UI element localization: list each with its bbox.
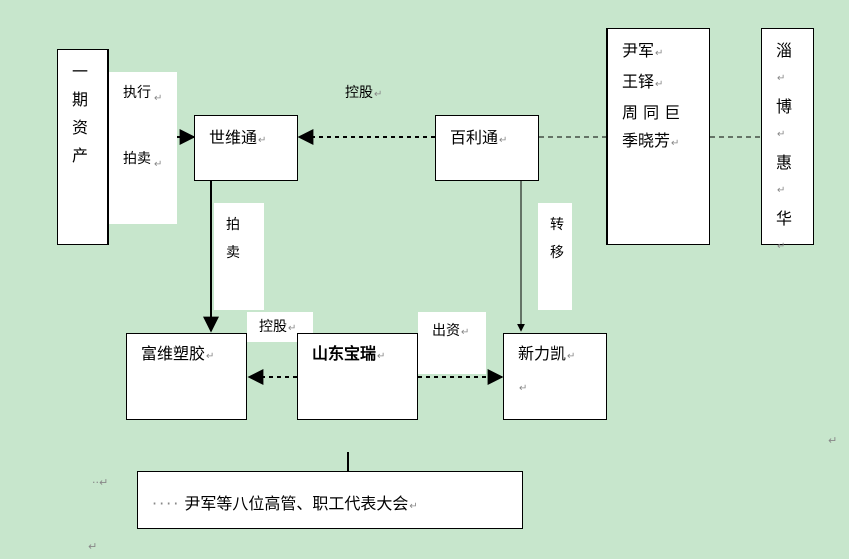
edge-label-paimai-2-char: 卖 bbox=[226, 245, 240, 261]
node-zibo-huihua: 淄↵ 博↵ 惠↵ 华↵ bbox=[761, 28, 814, 252]
paragraph-mark: ↵ bbox=[288, 323, 297, 334]
node-people: 尹军↵ 王铎↵ 周 同 巨 季晓芳↵ bbox=[606, 28, 710, 245]
paragraph-mark: ↵ bbox=[154, 159, 163, 170]
paragraph-mark: ↵ bbox=[567, 351, 576, 362]
node-bailitong-label: 百利通 bbox=[450, 128, 499, 147]
edge-label-paimai-2-char: 拍 bbox=[226, 217, 240, 233]
paragraph-mark: ↵ bbox=[519, 383, 528, 394]
node-shiweitong: 世维通↵ bbox=[194, 115, 298, 181]
paragraph-mark: ↵ bbox=[374, 89, 383, 100]
paragraph-mark: ↵ bbox=[206, 351, 215, 362]
edge-label-zhuanyi-char: 移 bbox=[550, 245, 564, 261]
node-bailitong: 百利通↵ bbox=[435, 115, 539, 181]
node-fuwei-sujiao: 富维塑胶↵ bbox=[126, 333, 247, 420]
edge-label-chuzi: 出资 bbox=[432, 323, 460, 339]
node-people-line: 季晓芳↵ bbox=[622, 131, 680, 150]
node-bottom-group-label: 尹军等八位高管、职工代表大会 bbox=[184, 494, 409, 513]
paragraph-mark: ↵ bbox=[88, 540, 98, 553]
paragraph-mark: ↵ bbox=[499, 135, 508, 146]
paragraph-mark: ↵ bbox=[409, 501, 418, 512]
node-yiqi-zichan: 一 期 资 产 bbox=[57, 49, 109, 245]
edge-label-zhuanyi-char: 转 bbox=[550, 217, 564, 233]
node-bottom-group: ····尹军等八位高管、职工代表大会↵ bbox=[137, 471, 523, 529]
node-zibo-huihua-char: 博↵ bbox=[776, 97, 793, 140]
edge-label-konggu-top: 控股 bbox=[345, 85, 373, 101]
node-shiweitong-label: 世维通 bbox=[209, 128, 258, 147]
node-zibo-huihua-char: 惠↵ bbox=[776, 153, 793, 196]
paragraph-mark: ↵ bbox=[461, 327, 470, 338]
node-yiqi-zichan-char: 产 bbox=[72, 146, 89, 165]
paragraph-mark: ↵ bbox=[828, 434, 838, 447]
edge-label-konggu-mid: 控股 bbox=[259, 319, 287, 335]
node-yiqi-zichan-char: 期 bbox=[72, 90, 89, 109]
paragraph-mark: ··↵ bbox=[92, 476, 109, 489]
node-yiqi-zichan-char: 资 bbox=[72, 118, 89, 137]
node-bottom-group-leader: ···· bbox=[152, 494, 181, 513]
edge-label-chuzi-bg: 出资↵ bbox=[418, 312, 486, 374]
edge-label-konggu-top-wrap: 控股↵ bbox=[345, 82, 382, 102]
edge-label-zhuanyi: 转 移 bbox=[538, 203, 572, 310]
paragraph-mark: ↵ bbox=[258, 135, 267, 146]
edge-label-zhixing: 执行 bbox=[123, 85, 151, 101]
node-people-line: 王铎↵ bbox=[622, 72, 664, 91]
node-yiqi-zichan-char: 一 bbox=[72, 62, 89, 81]
node-people-line: 尹军↵ bbox=[622, 41, 664, 60]
node-xinlikai-label: 新力凯 bbox=[518, 344, 567, 363]
node-xinlikai: 新力凯↵ ↵ bbox=[503, 333, 607, 420]
edge-label-paimai-2: 拍 卖 bbox=[214, 203, 264, 310]
node-zibo-huihua-char: 淄↵ bbox=[776, 41, 793, 84]
edge-label-paimai-1: 拍卖 bbox=[123, 151, 151, 167]
edge-label-zhixing-paimai: 执行 ↵ 拍卖 ↵ bbox=[109, 72, 177, 224]
node-shandong-baorui-label: 山东宝瑞 bbox=[312, 344, 377, 363]
paragraph-mark: ↵ bbox=[377, 351, 386, 362]
node-people-line: 周 同 巨 bbox=[622, 103, 681, 122]
paragraph-mark: ↵ bbox=[154, 93, 163, 104]
node-zibo-huihua-char: 华↵ bbox=[776, 209, 793, 252]
node-fuwei-sujiao-label: 富维塑胶 bbox=[141, 344, 206, 363]
node-shandong-baorui: 山东宝瑞↵ bbox=[297, 333, 418, 420]
